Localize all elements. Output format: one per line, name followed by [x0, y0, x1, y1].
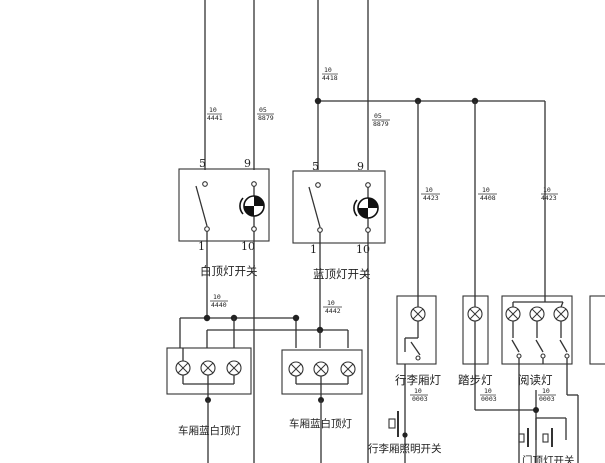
- lamp-icon: [467, 306, 483, 322]
- svg-text:4418: 4418: [322, 74, 338, 82]
- svg-text:10: 10: [324, 66, 332, 74]
- reading-lamp: [501, 295, 573, 365]
- svg-text:0003: 0003: [412, 395, 428, 403]
- junction-dot: [292, 314, 300, 322]
- svg-text:9: 9: [357, 160, 364, 173]
- wire-label-4418: 10 4418: [322, 66, 338, 82]
- svg-text:4408: 4408: [480, 194, 496, 202]
- svg-text:1: 1: [198, 240, 205, 253]
- svg-text:10: 10: [209, 106, 217, 114]
- svg-text:4423: 4423: [541, 194, 557, 202]
- junction-dot: [203, 314, 211, 322]
- svg-text:0003: 0003: [539, 395, 555, 403]
- wire-label-8879-b: 05 8879: [372, 112, 390, 128]
- svg-text:10: 10: [327, 299, 335, 307]
- svg-text:10: 10: [543, 186, 551, 194]
- svg-text:8879: 8879: [373, 120, 389, 128]
- wire-label-4440: 10 4440: [210, 293, 228, 309]
- wire-label-8879-a: 05 8879: [257, 106, 274, 122]
- luggage-lamp: [396, 295, 437, 365]
- svg-text:5: 5: [199, 157, 206, 170]
- lamp-label-luggage: 行李厢灯: [395, 373, 441, 387]
- lamp-icon: [410, 306, 426, 322]
- wire-label-0003-b: 10 0003: [480, 387, 497, 403]
- svg-text:10: 10: [484, 387, 492, 395]
- svg-text:0003: 0003: [481, 395, 497, 403]
- luggage-switch: [388, 411, 408, 438]
- lamp-label-reading: 阅读灯: [518, 373, 553, 387]
- wire-label-0003-c: 10 0003: [538, 387, 556, 403]
- door-switch-label: 门顶灯开关: [522, 454, 575, 463]
- svg-text:05: 05: [259, 106, 267, 114]
- wire-label-0003-a: 10 0003: [410, 387, 428, 403]
- lamp-icon: [288, 361, 304, 377]
- wire-label-4423-b: 10 4423: [541, 186, 558, 202]
- partial-component: [589, 295, 605, 365]
- svg-text:05: 05: [374, 112, 382, 120]
- white-light-switch: 5 9 1 10: [178, 157, 270, 253]
- svg-text:4441: 4441: [207, 114, 223, 122]
- indicator-lamp-icon: [353, 197, 379, 219]
- blue-light-switch: 5 9 1 10: [292, 160, 386, 256]
- svg-text:10: 10: [414, 387, 422, 395]
- lamp-icon: [200, 360, 216, 376]
- junction-dot: [533, 407, 539, 413]
- svg-text:10: 10: [241, 240, 255, 253]
- svg-text:4440: 4440: [211, 301, 227, 309]
- lamp-label-blue-white-a: 车厢蓝白顶灯: [178, 424, 241, 437]
- svg-text:10: 10: [482, 186, 490, 194]
- lamp-icon: [529, 306, 545, 322]
- svg-text:10: 10: [213, 293, 221, 301]
- lamp-icon: [226, 360, 242, 376]
- step-lamp: [462, 295, 489, 365]
- wire-label-4441: 10 4441: [207, 106, 223, 122]
- svg-text:1: 1: [310, 243, 317, 256]
- lamp-icon: [313, 361, 329, 377]
- svg-text:4442: 4442: [325, 307, 341, 315]
- lamp-label-blue-white-b: 车厢蓝白顶灯: [289, 417, 352, 430]
- lamp-icon: [553, 306, 569, 322]
- lamp-group-blue-white-b: [281, 349, 363, 463]
- blue-switch-label: 蓝顶灯开关: [313, 267, 371, 281]
- white-switch-label: 白顶灯开关: [200, 264, 258, 278]
- luggage-switch-label: 行李厢照明开关: [368, 442, 442, 455]
- lamp-icon: [505, 306, 521, 322]
- lamp-icon: [340, 361, 356, 377]
- junction-dot: [314, 97, 322, 105]
- lamp-group-blue-white-a: [166, 347, 252, 463]
- door-switch: [518, 417, 567, 447]
- indicator-lamp-icon: [239, 195, 265, 217]
- svg-text:4423: 4423: [423, 194, 439, 202]
- svg-text:10: 10: [356, 243, 370, 256]
- wire-label-4408: 10 4408: [478, 186, 497, 202]
- svg-text:9: 9: [244, 157, 251, 170]
- svg-text:5: 5: [312, 160, 319, 173]
- svg-text:8879: 8879: [258, 114, 274, 122]
- svg-text:10: 10: [425, 186, 433, 194]
- wire-label-4423-a: 10 4423: [421, 186, 440, 202]
- wire-label-4442: 10 4442: [323, 299, 342, 315]
- lamp-icon: [175, 360, 191, 376]
- svg-text:10: 10: [542, 387, 550, 395]
